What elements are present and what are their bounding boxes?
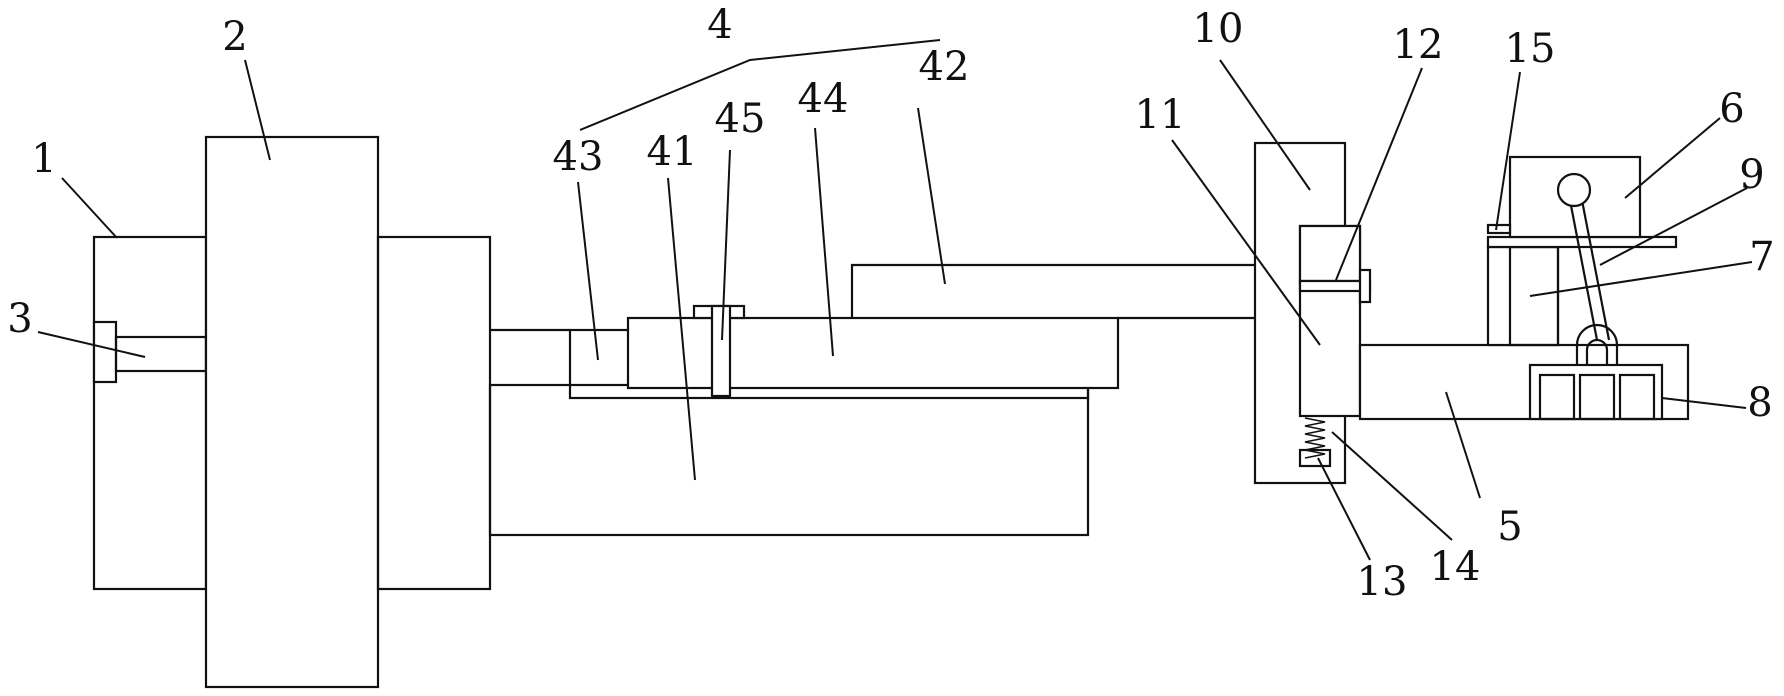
- part-8-shackle: [1575, 323, 1619, 365]
- label-12: 12: [1393, 22, 1444, 68]
- label-9: 9: [1739, 152, 1764, 198]
- label-3: 3: [7, 296, 32, 342]
- leader-10: [1219, 59, 1311, 191]
- leader-3: [37, 331, 146, 358]
- label-8: 8: [1747, 380, 1772, 426]
- part-42-arm: [850, 263, 1255, 318]
- part-45-pin-shank: [710, 304, 732, 398]
- leader-14: [1331, 431, 1453, 541]
- part-7-upright: [1486, 245, 1560, 347]
- label-42: 42: [919, 44, 970, 90]
- part-12-pin-head: [1358, 268, 1372, 304]
- label-13: 13: [1357, 559, 1408, 605]
- label-5: 5: [1497, 504, 1522, 550]
- label-2: 2: [222, 14, 247, 60]
- leader-12: [1335, 67, 1423, 281]
- lever-knob: [1556, 172, 1592, 208]
- leader-7: [1529, 261, 1753, 297]
- label-4: 4: [707, 2, 732, 48]
- label-43: 43: [553, 134, 604, 180]
- part-1-right-block: [376, 235, 492, 591]
- part-41-body: [488, 383, 1090, 537]
- part-9-shelf: [1486, 235, 1678, 249]
- leader-2: [244, 59, 271, 161]
- label-14: 14: [1430, 544, 1481, 590]
- label-15: 15: [1505, 26, 1556, 72]
- part-14-spring: [1304, 417, 1326, 459]
- part-3-stub: [92, 320, 118, 384]
- lever-1: [1566, 189, 1599, 341]
- leader-5: [1445, 391, 1481, 499]
- part-15-peg: [1486, 223, 1512, 235]
- label-44: 44: [798, 76, 849, 122]
- leader-6: [1624, 117, 1721, 199]
- leader-1: [61, 177, 118, 239]
- leader-11: [1171, 139, 1321, 346]
- part-2-disc: [204, 135, 380, 689]
- leader-8: [1661, 397, 1747, 409]
- part-8-slot-1: [1538, 373, 1576, 421]
- part-8-slot-3: [1618, 373, 1656, 421]
- label-41: 41: [647, 129, 698, 175]
- leader-13: [1317, 457, 1371, 561]
- part-8-slot-2: [1578, 373, 1616, 421]
- leader-44: [814, 127, 834, 357]
- part-1-housing: [92, 235, 208, 591]
- label-10: 10: [1193, 6, 1244, 52]
- part-44-slider: [626, 316, 1120, 390]
- label-1: 1: [31, 136, 56, 182]
- leader-43: [577, 181, 599, 361]
- label-11: 11: [1135, 92, 1186, 138]
- leader-41: [667, 177, 696, 481]
- part-12-block: [1298, 224, 1362, 283]
- leader-42: [917, 107, 946, 285]
- label-6: 6: [1719, 86, 1744, 132]
- leader-9: [1599, 187, 1748, 266]
- leader-15: [1495, 71, 1521, 231]
- lever-2: [1578, 189, 1611, 341]
- part-8-box: [1528, 363, 1664, 421]
- label-45: 45: [715, 96, 766, 142]
- leader-4: [579, 39, 941, 131]
- label-7: 7: [1749, 234, 1774, 280]
- leader-45: [721, 149, 731, 341]
